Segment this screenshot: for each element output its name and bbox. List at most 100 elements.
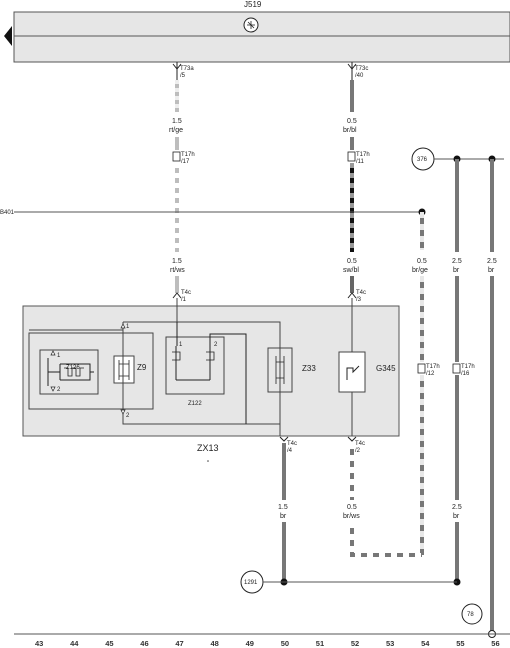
wire-47-upper-size: 1.5 (172, 118, 182, 125)
svg-text:/4: /4 (287, 448, 293, 454)
column-numbers: 43 44 45 46 47 48 49 50 51 52 53 54 55 56 (35, 639, 500, 648)
connector-t4c-3: T4c /3 (347, 290, 366, 303)
wire-52-upper-color: br/bl (343, 127, 357, 134)
control-unit-box (13, 11, 510, 63)
wire-54-size: 0.5 (417, 258, 427, 265)
z122-label: Z122 (188, 401, 202, 407)
column-number: 50 (281, 639, 289, 648)
svg-text:/40: /40 (355, 73, 364, 79)
z122-heater-icon (172, 346, 215, 381)
svg-text:/12: /12 (426, 371, 435, 377)
wire-55-lower-size: 2.5 (452, 504, 462, 511)
z126-heater-icon (47, 358, 94, 386)
wire-47-lower-size: 1.5 (172, 258, 182, 265)
connector-t4c-4: T4c /4 (279, 436, 297, 454)
wire-52-upper-size: 0.5 (347, 118, 357, 125)
wire-52-lower-color: sw/bl (343, 267, 359, 274)
connector-t73a: T73a /5 (172, 63, 194, 79)
svg-text:/17: /17 (181, 159, 190, 165)
column-number: 54 (421, 639, 430, 648)
column-number: 46 (140, 639, 148, 648)
z126-pin1: 1 (57, 353, 61, 359)
connector-t17h-16: T17h /16 (452, 363, 475, 377)
column-number: 44 (70, 639, 79, 648)
column-number: 49 (246, 639, 254, 648)
zx13-pin2: 2 (126, 413, 130, 419)
column-number: 51 (316, 639, 324, 648)
wire-55-color: br (453, 267, 460, 274)
connector-t17h-12: T17h /12 (417, 363, 440, 377)
column-number: 48 (211, 639, 219, 648)
z126-inner-box (39, 349, 99, 395)
svg-text:/3: /3 (356, 297, 362, 303)
wire-55-lower-color: br (453, 513, 460, 520)
zx13-box (22, 305, 400, 437)
ground-1291: 1291 (240, 570, 264, 594)
z33-box (267, 347, 293, 393)
control-unit-title: J519 (244, 0, 262, 9)
connector-t17h-17: T17h /17 (172, 151, 195, 165)
svg-text:T73c: T73c (355, 66, 368, 72)
column-number: 52 (351, 639, 359, 648)
zx13-label: ZX13 (197, 443, 219, 453)
column-number: 45 (105, 639, 113, 648)
transistor-symbol-icon (243, 17, 259, 33)
svg-text:T4c: T4c (356, 290, 366, 296)
wire-56-size: 2.5 (487, 258, 497, 265)
svg-text:T4c: T4c (355, 441, 365, 447)
svg-text:/11: /11 (356, 159, 365, 165)
wire-47-lower-color: rt/ws (170, 267, 185, 274)
svg-text:/1: /1 (181, 297, 187, 303)
wire-55-size: 2.5 (452, 258, 462, 265)
arrow-left-icon (4, 26, 12, 46)
connector-t4c-2: T4c /2 (347, 436, 365, 454)
svg-text:T17h: T17h (356, 152, 370, 158)
z126-pin2: 2 (57, 387, 61, 393)
connector-t73c: T73c /40 (347, 63, 368, 79)
wire-52-lower-size: 0.5 (347, 258, 357, 265)
svg-text:/5: /5 (180, 73, 186, 79)
column-number: 47 (175, 639, 183, 648)
z122-box (165, 336, 225, 395)
ground-376: 376 (411, 147, 435, 171)
svg-text:376: 376 (417, 157, 428, 163)
svg-text:1291: 1291 (244, 580, 258, 586)
z126-z9-group (28, 332, 154, 410)
wire-47-upper-color: rt/ge (169, 127, 183, 134)
zx13-pin1: 1 (126, 324, 130, 330)
svg-text:T4c: T4c (287, 441, 297, 447)
svg-text:T73a: T73a (180, 66, 194, 72)
z9-heater-icon (118, 360, 130, 380)
connector-t4c-1: T4c /1 (172, 290, 191, 303)
z9-box (113, 355, 135, 384)
wire-54-color: br/ge (412, 267, 428, 274)
column-number: 55 (456, 639, 464, 648)
column-number: 56 (491, 639, 499, 648)
z33-label: Z33 (302, 364, 316, 373)
connector-t17h-11: T17h /11 (347, 151, 370, 165)
svg-text:T17h: T17h (461, 364, 475, 370)
column-number: 53 (386, 639, 394, 648)
ground-78: 78 (461, 603, 483, 625)
bus-label: B401 (0, 210, 15, 216)
wire-50-size: 1.5 (278, 504, 288, 511)
z126-label: Z126 (66, 365, 80, 371)
wire-52-bottom-color: br/ws (343, 513, 360, 520)
g345-box (338, 351, 366, 393)
svg-text:T4c: T4c (181, 290, 191, 296)
z9-label: Z9 (137, 363, 147, 372)
column-number: 43 (35, 639, 43, 648)
sensor-icon (346, 365, 360, 380)
wire-56-color: br (488, 267, 495, 274)
svg-text:78: 78 (467, 612, 474, 618)
svg-text:/16: /16 (461, 371, 470, 377)
wire-52-bottom-size: 0.5 (347, 504, 357, 511)
z122-pin1: 1 (179, 342, 183, 348)
z33-heater-icon (275, 356, 285, 384)
svg-text:T17h: T17h (181, 152, 195, 158)
g345-label: G345 (376, 364, 396, 373)
svg-text:T17h: T17h (426, 364, 440, 370)
z122-pin2: 2 (214, 342, 218, 348)
wire-50-color: br (280, 513, 287, 520)
